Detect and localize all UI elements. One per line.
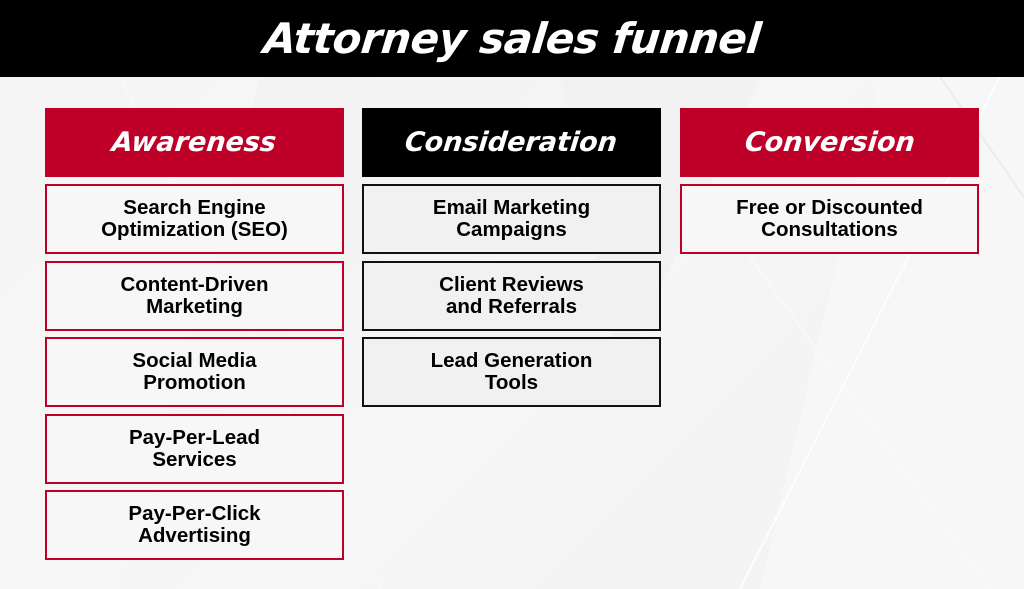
funnel-item-label: Content-Driven Marketing [120, 272, 269, 318]
funnel-item-social-media: Social Media Promotion [45, 337, 344, 407]
funnel-item-label: Lead Generation Tools [430, 349, 593, 394]
funnel-item-pay-per-click: Pay-Per-Click Advertising [45, 490, 344, 560]
column-header-label: Conversion [742, 127, 917, 158]
funnel-item-label: Free or Discounted Consultations [736, 196, 923, 241]
funnel-item-client-reviews: Client Reviews and Referrals [362, 260, 661, 331]
column-consideration: Consideration Email Marketing Campaigns … [362, 108, 661, 414]
column-header-conversion: Conversion [680, 108, 979, 177]
funnel-item-label: Search Engine Optimization (SEO) [101, 196, 288, 241]
column-awareness: Awareness Search Engine Optimization (SE… [45, 108, 344, 567]
column-header-consideration: Consideration [362, 108, 661, 177]
funnel-item-label: Pay-Per-Click Advertising [128, 502, 261, 547]
column-header-label: Consideration [403, 127, 620, 158]
funnel-item-pay-per-lead: Pay-Per-Lead Services [45, 413, 344, 484]
funnel-item-label: Client Reviews and Referrals [439, 272, 584, 318]
funnel-item-lead-generation: Lead Generation Tools [362, 337, 661, 407]
funnel-item-consultations: Free or Discounted Consultations [680, 184, 979, 254]
title-bar: Attorney sales funnel [0, 0, 1024, 77]
column-header-label: Awareness [110, 127, 279, 158]
funnel-item-seo: Search Engine Optimization (SEO) [45, 184, 344, 254]
funnel-item-label: Email Marketing Campaigns [432, 196, 591, 241]
column-conversion: Conversion Free or Discounted Consultati… [680, 108, 979, 261]
column-header-awareness: Awareness [45, 108, 344, 177]
funnel-item-email-marketing: Email Marketing Campaigns [362, 184, 661, 254]
funnel-item-label: Social Media Promotion [132, 349, 257, 394]
funnel-item-content-marketing: Content-Driven Marketing [45, 260, 344, 331]
funnel-item-label: Pay-Per-Lead Services [128, 425, 261, 471]
page-title: Attorney sales funnel [261, 13, 763, 63]
